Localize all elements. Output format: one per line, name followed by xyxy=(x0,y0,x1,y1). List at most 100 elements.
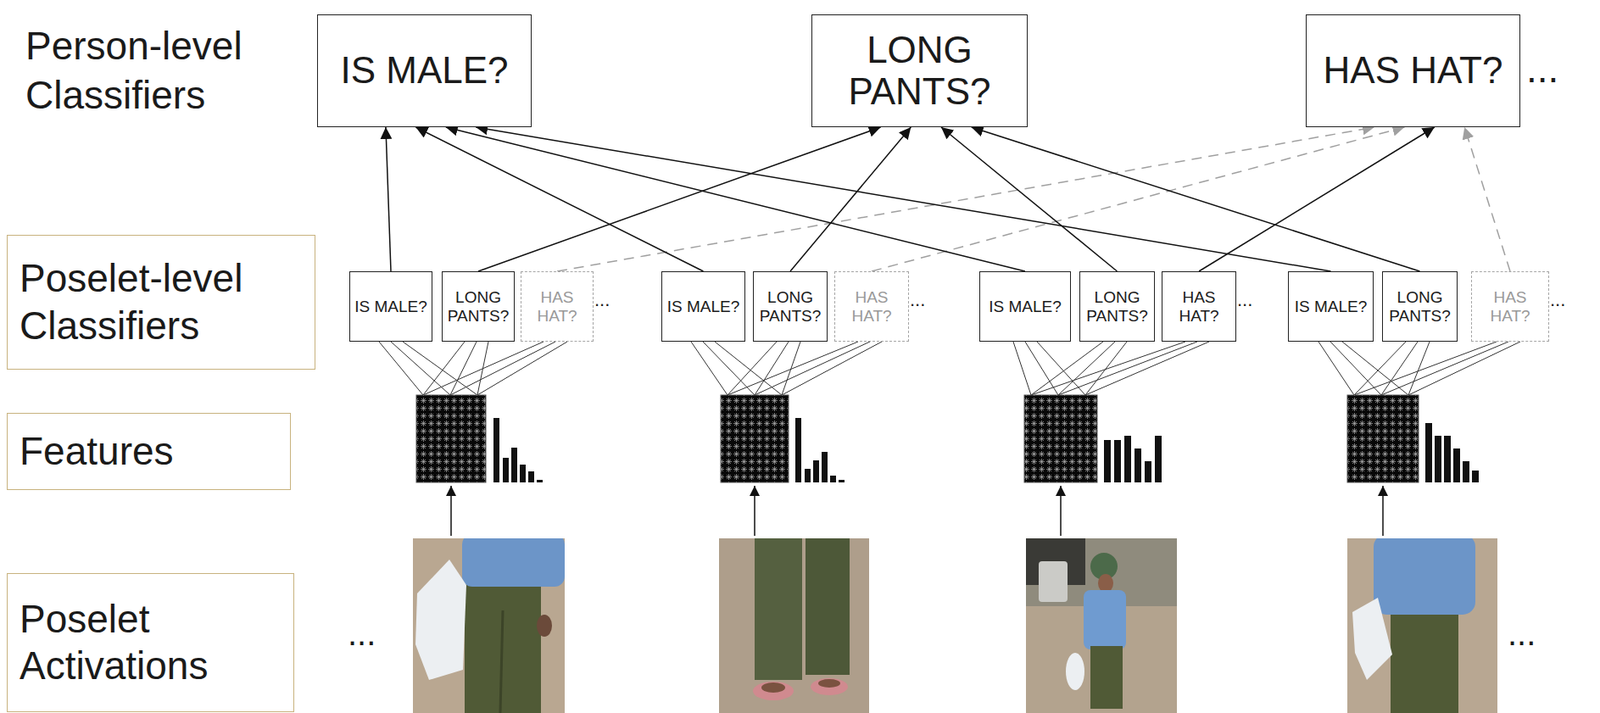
classifier-connector xyxy=(941,127,1118,272)
row-label-box: Features xyxy=(6,412,291,491)
sweater xyxy=(1373,538,1476,615)
hog-feature-images xyxy=(416,395,1419,483)
photo xyxy=(1025,538,1177,713)
ellipsis: ... xyxy=(909,289,926,311)
bag xyxy=(1065,652,1085,691)
classifier-connector xyxy=(385,127,391,272)
box-text: Poselet-level Classifiers xyxy=(19,255,303,349)
hog-image xyxy=(1024,395,1098,483)
bar xyxy=(804,468,811,483)
pants-fold xyxy=(500,610,503,713)
box-text: IS MALE? xyxy=(354,297,428,317)
bar xyxy=(502,457,509,483)
sweater xyxy=(1083,590,1127,650)
bar xyxy=(795,418,802,483)
foot-skin xyxy=(818,679,841,688)
bar xyxy=(1462,461,1470,483)
foot xyxy=(752,681,794,701)
bar xyxy=(1124,435,1132,483)
up-arrow xyxy=(1382,485,1384,536)
box-text: HAS HAT? xyxy=(524,288,591,326)
pants xyxy=(1390,603,1459,713)
poselet-classifier-box: LONG PANTS? xyxy=(1079,271,1155,342)
hog-image xyxy=(416,395,486,483)
milk-can xyxy=(1038,561,1068,603)
person-classifier-box: HAS HAT? xyxy=(1305,14,1521,128)
box-text: LONG PANTS? xyxy=(445,288,512,326)
classifier-connector xyxy=(790,127,911,272)
bar xyxy=(813,460,820,483)
classifier-connector xyxy=(1198,127,1435,272)
poselet-classifier-box: IS MALE? xyxy=(1287,271,1374,342)
histogram-bars xyxy=(493,418,1479,483)
up-arrow xyxy=(1059,485,1062,536)
feature-fan-lines xyxy=(379,341,1521,396)
pants xyxy=(464,576,541,713)
bar xyxy=(1425,423,1433,483)
face xyxy=(1098,574,1114,593)
bar xyxy=(1134,448,1142,483)
classifier-connector xyxy=(871,127,1405,272)
bag xyxy=(1352,597,1393,681)
ellipsis: ... xyxy=(1549,289,1566,311)
bar xyxy=(511,447,518,483)
box-text: IS MALE? xyxy=(988,297,1062,317)
box-text: LONG PANTS? xyxy=(1082,288,1152,326)
poselet-classifier-box: IS MALE? xyxy=(661,271,746,342)
ellipsis: ... xyxy=(1526,47,1559,91)
box-text: LONG PANTS? xyxy=(756,288,825,326)
photo xyxy=(1347,538,1498,713)
bar xyxy=(1434,435,1442,483)
photo xyxy=(719,538,870,713)
ellipsis: ... xyxy=(1507,614,1536,653)
row-label-box: Poselet Activations xyxy=(6,573,295,713)
row-label: Person-level Classifiers xyxy=(25,22,306,120)
ellipsis: ... xyxy=(347,614,376,653)
poselet-classifier-box: LONG PANTS? xyxy=(441,271,515,342)
bar xyxy=(1443,435,1451,483)
foot xyxy=(810,678,848,696)
bar xyxy=(1453,448,1461,483)
box-text: IS MALE? xyxy=(667,297,741,317)
pant-leg xyxy=(754,538,803,681)
box-text: HAS HAT? xyxy=(837,288,906,326)
box-text: LONG PANTS? xyxy=(1385,288,1455,326)
classifier-connector xyxy=(445,127,1026,272)
sweater xyxy=(462,538,565,587)
bar xyxy=(1114,440,1121,483)
box-text: Features xyxy=(19,428,174,475)
box-text: HAS HAT? xyxy=(1474,288,1546,326)
bar xyxy=(1103,440,1111,483)
classifier-connector xyxy=(475,127,1331,272)
box-text: IS MALE? xyxy=(1294,297,1368,317)
box-text: Poselet Activations xyxy=(19,596,282,690)
bar xyxy=(493,418,500,483)
hog-image xyxy=(720,395,789,483)
classifier-connector xyxy=(415,127,703,272)
box-text: IS MALE? xyxy=(340,50,508,91)
classifier-connector xyxy=(971,127,1421,272)
hand xyxy=(536,614,552,637)
bar xyxy=(1154,435,1162,483)
person-classifier-box: LONG PANTS? xyxy=(811,14,1028,128)
foot-skin xyxy=(761,682,786,693)
pant-leg xyxy=(805,538,850,675)
poselet-classifier-box: HAS HAT? xyxy=(1471,271,1550,342)
bar xyxy=(821,451,828,483)
ellipsis: ... xyxy=(594,289,610,311)
bar xyxy=(519,464,526,483)
box-text: HAS HAT? xyxy=(1165,288,1233,326)
person-classifier-box: IS MALE? xyxy=(317,14,532,128)
classifier-connector xyxy=(1464,127,1511,272)
poselet-classifier-box: LONG PANTS? xyxy=(1382,271,1458,342)
up-arrow xyxy=(753,485,756,536)
poselet-classifier-box: HAS HAT? xyxy=(834,271,909,342)
bag xyxy=(415,559,467,681)
poselet-classifier-box: HAS HAT? xyxy=(1161,271,1237,342)
hog-image xyxy=(1347,395,1419,483)
photo xyxy=(412,538,565,713)
box-text: LONG PANTS? xyxy=(820,29,1019,112)
bar xyxy=(838,479,845,483)
